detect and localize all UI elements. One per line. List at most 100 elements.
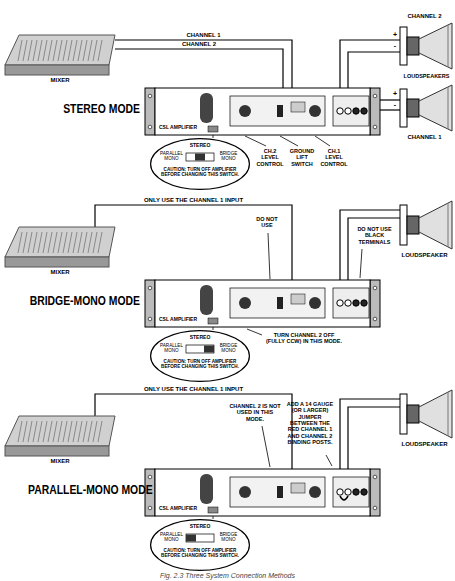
fader-slot xyxy=(68,232,72,253)
mixer: MIXER xyxy=(5,35,115,75)
jumper-wire xyxy=(340,496,348,500)
binding-post xyxy=(361,300,367,306)
leader-line xyxy=(315,136,330,146)
rack-hole xyxy=(373,125,377,129)
power-switch xyxy=(200,93,213,123)
fader-slot xyxy=(88,421,92,442)
node-text: BRIDGE MONO xyxy=(215,343,242,354)
fader-slot xyxy=(78,40,82,61)
rack-ear xyxy=(145,88,155,135)
rack-hole xyxy=(148,94,152,98)
node-text: CAUTION: TURN OFF AMPLIFIER BEFORE CHANG… xyxy=(160,548,240,559)
loudspeaker: LOUDSPEAKER xyxy=(400,389,453,439)
leader-line xyxy=(268,233,270,279)
fader-slot xyxy=(48,232,52,253)
fader-slot xyxy=(28,40,32,61)
speaker-magnet xyxy=(407,405,419,423)
node-text: STEREO xyxy=(150,335,250,341)
fader-slot xyxy=(58,421,62,442)
rack-ear xyxy=(370,88,380,135)
rack-ear xyxy=(370,280,380,327)
node-text: MIXER xyxy=(5,269,115,276)
leader-line xyxy=(262,426,270,467)
switch-slider xyxy=(195,154,205,161)
mixer-front xyxy=(5,65,109,75)
rack-hole xyxy=(148,506,152,510)
node-text: LOUDSPEAKER xyxy=(396,252,453,259)
fader-slot xyxy=(73,40,77,61)
cone-surround xyxy=(448,392,449,436)
signal-wire xyxy=(340,210,400,280)
callout-text: GROUND LIFT SWITCH xyxy=(287,148,317,167)
binding-post xyxy=(345,300,351,306)
power-switch xyxy=(200,285,213,315)
binding-post xyxy=(345,108,351,114)
speaker-wire xyxy=(380,109,400,110)
mode-switch xyxy=(208,318,218,324)
switch-slider xyxy=(204,346,214,353)
mixer-shape xyxy=(5,416,115,456)
node-text: CAUTION: TURN OFF AMPLIFIER BEFORE CHANG… xyxy=(160,167,240,178)
fader-slot xyxy=(58,232,62,253)
callout-text: LOUDSPEAKERS xyxy=(398,73,455,79)
control-panel xyxy=(230,96,325,126)
mode-switch-inset: STEREOPARALLEL MONOBRIDGE MONOCAUTION: T… xyxy=(150,138,250,190)
fader-slot xyxy=(23,421,27,442)
node-text: STEREO xyxy=(150,143,250,149)
wire-label: ONLY USE THE CHANNEL 1 INPUT xyxy=(143,386,244,393)
speaker-wire xyxy=(348,218,400,280)
leader-line xyxy=(360,249,362,278)
fader-slot xyxy=(63,40,67,61)
callout-text: - xyxy=(391,101,399,109)
node-text: BRIDGE MONO xyxy=(215,151,242,162)
fader-slot xyxy=(98,40,102,61)
fader-slot xyxy=(83,232,87,253)
node-text: CSL AMPLIFIER xyxy=(159,506,197,512)
mixer: MIXER xyxy=(5,227,115,267)
binding-post xyxy=(337,489,343,495)
fader-slot xyxy=(53,421,57,442)
amplifier: CSL AMPLIFIER xyxy=(145,88,380,135)
callout-text: + xyxy=(391,31,399,39)
callout-text: DO NOT USE BLACK TERMINALS xyxy=(352,226,397,245)
node-text: CHANNEL 2 xyxy=(396,13,453,20)
signal-wire xyxy=(340,399,400,469)
rack-hole xyxy=(148,317,152,321)
node-text: CSL AMPLIFIER xyxy=(159,317,197,323)
fader-slot xyxy=(48,40,52,61)
speaker-terminal xyxy=(400,205,407,245)
node-text: PARALLEL MONO xyxy=(158,532,185,543)
rack-ear xyxy=(145,280,155,327)
loudspeaker: CHANNEL 1 xyxy=(400,84,453,132)
rack-hole xyxy=(373,475,377,479)
fader-slot xyxy=(88,40,92,61)
ground-lift-switch xyxy=(277,486,283,498)
fader-slot xyxy=(93,40,97,61)
callout-text: CH.1 LEVEL CONTROL xyxy=(319,148,349,167)
mixer: MIXER xyxy=(5,416,115,456)
mode-switch-inset: STEREOPARALLEL MONOBRIDGE MONOCAUTION: T… xyxy=(150,519,250,571)
inset-circle xyxy=(151,139,250,190)
wire-label: CHANNEL 2 xyxy=(181,41,217,48)
fader-slot xyxy=(23,40,27,61)
mode-switch xyxy=(208,507,218,513)
fader-slot xyxy=(43,421,47,442)
fader-slot xyxy=(33,40,37,61)
signal-wire xyxy=(340,40,400,88)
control-panel xyxy=(230,477,325,507)
logo-plate xyxy=(291,483,305,493)
callout-text: - xyxy=(391,42,399,50)
fader-slot xyxy=(73,421,77,442)
signal-wire xyxy=(115,49,283,88)
mixer-front xyxy=(5,446,109,456)
fader-slot xyxy=(68,421,72,442)
speaker-wire xyxy=(348,407,400,469)
mode-switch-inset: STEREOPARALLEL MONOBRIDGE MONOCAUTION: T… xyxy=(150,330,250,382)
speaker-magnet xyxy=(407,99,419,117)
switch-slider xyxy=(186,535,196,542)
node-text: CSL AMPLIFIER xyxy=(159,125,197,131)
binding-post xyxy=(337,108,343,114)
mixer-top xyxy=(5,35,115,65)
callout-text: TURN CHANNEL 2 OFF (FULLY CCW) IN THIS M… xyxy=(264,332,344,345)
fader-slot xyxy=(98,232,102,253)
